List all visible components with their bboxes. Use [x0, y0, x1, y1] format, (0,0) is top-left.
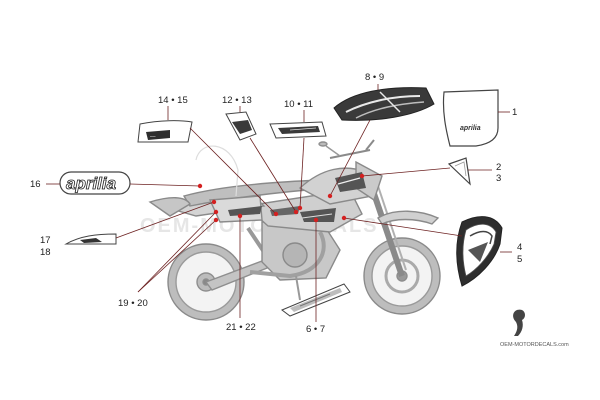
tank-logo-text: aprilia	[66, 174, 116, 193]
callout-4: 4	[517, 242, 522, 253]
svg-text:––: ––	[150, 134, 156, 140]
stripe-decal	[269, 121, 327, 139]
watermark-logo: OEM-MOTORDECALS.com	[500, 309, 569, 348]
callout-14-15: 14 • 15	[158, 95, 188, 106]
callout-17: 17	[40, 235, 51, 246]
tank-logo-decal: aprilia	[59, 171, 131, 195]
callout-5: 5	[517, 254, 522, 265]
callout-1: 1	[512, 107, 517, 118]
callout-19-20: 19 • 20	[118, 298, 148, 309]
number-plate-logo: aprilia	[460, 125, 481, 132]
fox-icon	[513, 309, 525, 336]
rear-cover-decal: ––	[137, 120, 193, 143]
triangle-decal	[447, 157, 471, 186]
callout-labels: 1 2 3 4 5 6 • 7 8 • 9 10 • 11 12 • 13 14…	[30, 72, 522, 335]
number-plate-decal: aprilia	[442, 89, 499, 147]
side-panel-decal	[456, 216, 503, 287]
watermark-site: OEM-MOTORDECALS.com	[500, 342, 569, 348]
rear-fender-decal	[64, 233, 117, 245]
callout-16: 16	[30, 179, 41, 190]
callout-2: 2	[496, 162, 501, 173]
callout-8-9: 8 • 9	[365, 72, 384, 83]
callout-6-7: 6 • 7	[306, 324, 325, 335]
seat-side-decal	[225, 111, 257, 141]
callout-10-11: 10 • 11	[284, 99, 313, 110]
callout-lines	[46, 84, 512, 322]
callout-dots	[197, 173, 365, 223]
callout-12-13: 12 • 13	[222, 95, 252, 106]
callout-18: 18	[40, 247, 51, 258]
tank-shroud-decal	[333, 87, 435, 121]
callout-21-22: 21 • 22	[226, 322, 256, 333]
callout-3: 3	[496, 173, 501, 184]
